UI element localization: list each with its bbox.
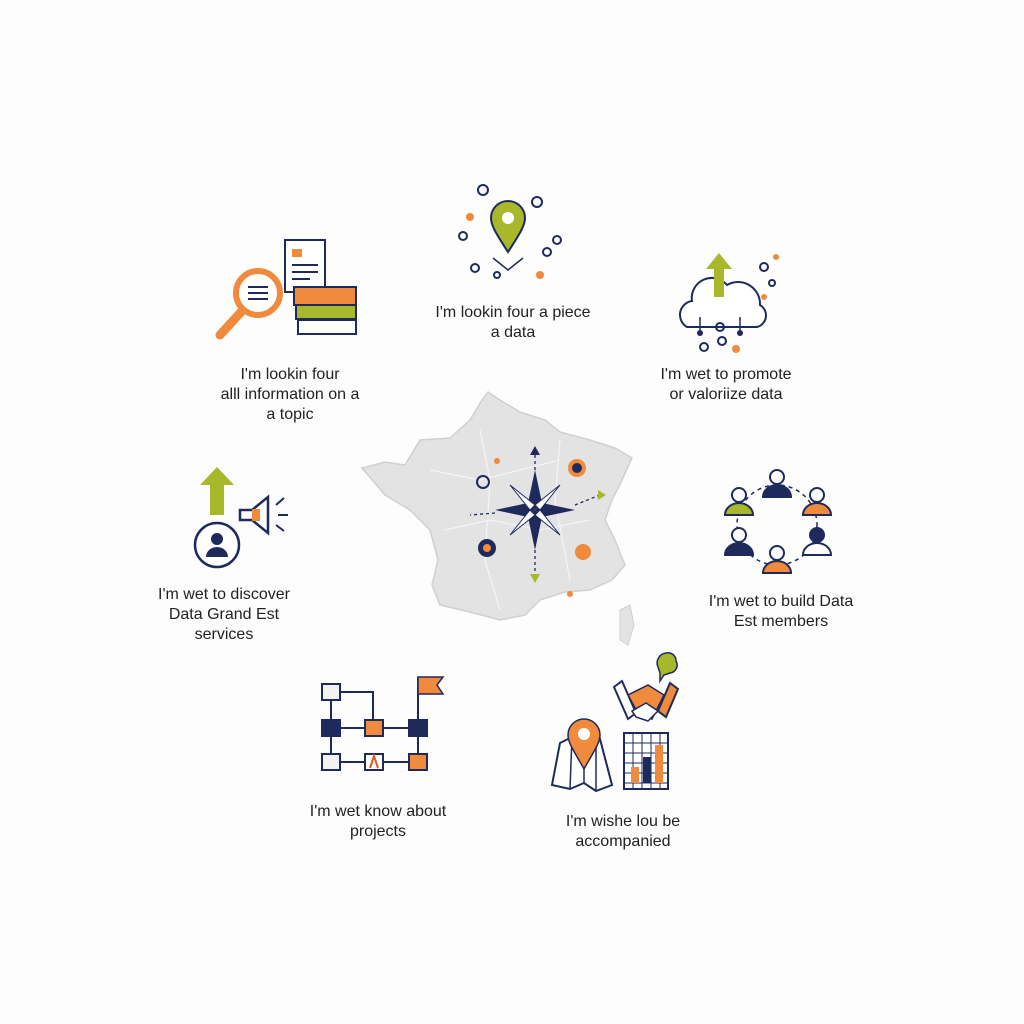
item-label-piece-data[interactable]: I'm lookin four a piece a data	[435, 303, 590, 343]
compass-rose-icon	[495, 470, 575, 550]
magnifier-books-icon	[215, 239, 357, 340]
label-line: a topic	[266, 406, 314, 423]
item-label-promote[interactable]: I'm wet to promote or valoriize data	[660, 365, 791, 405]
bar-chart-grid-icon	[623, 732, 669, 790]
label-line: I'm lookin four a piece	[435, 304, 591, 321]
label-line: accompanied	[575, 833, 671, 850]
label-line: services	[194, 626, 254, 643]
megaphone-user-icon	[193, 467, 288, 569]
item-label-services[interactable]: I'm wet to discover Data Grand Est servi…	[158, 585, 290, 645]
item-label-topic[interactable]: I'm lookin four alll information on a a …	[221, 365, 360, 425]
item-label-members[interactable]: I'm wet to build Data Est members	[709, 592, 853, 632]
label-line: I'm wet to discover	[158, 586, 290, 603]
handshake-map-chart-icon	[550, 652, 680, 793]
community-circle-icon	[723, 469, 833, 574]
map-pin-icon	[458, 184, 562, 279]
label-line: Data Grand Est	[168, 606, 280, 623]
project-flow-icon	[321, 676, 445, 771]
label-line: I'm lookin four	[240, 366, 340, 383]
label-line: Est members	[733, 613, 829, 630]
label-line: I'm wet know about	[309, 803, 447, 820]
label-line: I'm wishe lou be	[565, 813, 681, 830]
france-map-with-compass-icon	[360, 390, 635, 646]
label-line: alll information on a	[220, 386, 360, 403]
cloud-upload-icon	[678, 253, 779, 353]
label-line: a data	[490, 324, 536, 341]
label-line: I'm wet to build Data	[708, 593, 854, 610]
label-line: I'm wet to promote	[660, 366, 792, 383]
label-line: projects	[349, 823, 407, 840]
france-map	[360, 390, 633, 621]
label-line: or valoriize data	[669, 386, 783, 403]
folded-map-pin-icon	[550, 718, 614, 793]
item-label-accompanied[interactable]: I'm wishe lou be accompanied	[566, 812, 680, 852]
handshake-icon	[612, 679, 680, 722]
item-label-projects[interactable]: I'm wet know about projects	[310, 802, 446, 842]
